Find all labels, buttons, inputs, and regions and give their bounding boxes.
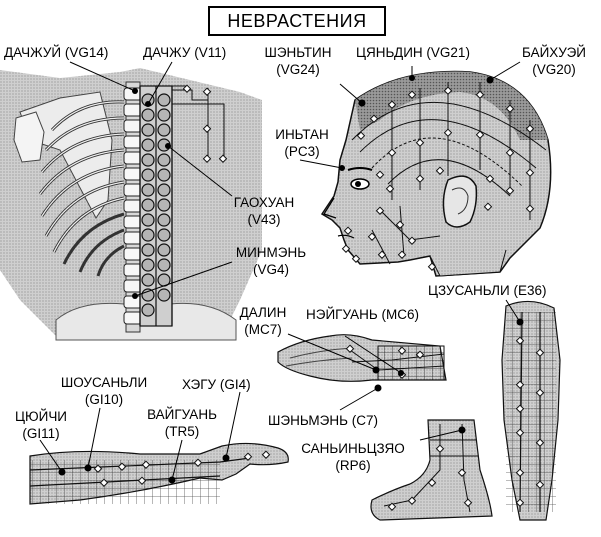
label-baihuey-code: (VG20) xyxy=(532,62,576,77)
label-dazhuy: ДАЧЖУЙ (VG14) xyxy=(4,44,108,61)
label-neiguan-text: НЭЙГУАНЬ (MC6) xyxy=(306,307,420,322)
label-neiguan: НЭЙГУАНЬ (MC6) xyxy=(306,306,419,323)
label-waiguan-code: (TR5) xyxy=(164,424,200,439)
label-minmen-name: МИНМЭНЬ xyxy=(235,245,307,260)
label-waiguan-name: ВАЙГУАНЬ xyxy=(147,407,217,422)
back-meridian-ladder xyxy=(139,85,173,327)
label-quchi: ЦЮЙЧИ (GI11) xyxy=(8,408,74,442)
label-dazhu: ДАЧЖУ (V11) xyxy=(143,44,226,61)
label-gaohuan: ГАОХУАН (V43) xyxy=(228,194,300,228)
label-baihuey: БАЙХУЭЙ (VG20) xyxy=(512,44,596,78)
label-shenmen-text: ШЭНЬМЭНЬ (C7) xyxy=(268,413,378,428)
label-zusanli: ЦЗУСАНЬЛИ (E36) xyxy=(428,282,547,299)
label-qiandin-text: ЦЯНЬДИН (VG21) xyxy=(356,45,470,60)
label-minmen: МИНМЭНЬ (VG4) xyxy=(226,244,316,278)
label-intan-name: ИНЬТАН xyxy=(275,127,329,142)
label-quchi-name: ЦЮЙЧИ xyxy=(14,409,68,424)
spine xyxy=(123,81,143,333)
title-box: НЕВРАСТЕНИЯ xyxy=(208,6,386,36)
label-intan-code: (PC3) xyxy=(284,144,320,159)
label-shousanli-name: ШОУСАНЬЛИ xyxy=(60,375,148,390)
arm-figure xyxy=(29,391,289,505)
label-hegu: ХЭГУ (GI4) xyxy=(182,376,251,393)
hand-figure xyxy=(277,333,447,411)
label-sanyinjiao-name: САНЬИНЬЦЗЯО xyxy=(301,441,405,456)
diagram-title: НЕВРАСТЕНИЯ xyxy=(227,10,367,31)
label-dalin-name: ДАЛИН xyxy=(239,305,287,320)
label-shentin-name: ШЭНЬТИН xyxy=(264,45,332,60)
label-gaohuan-name: ГАОХУАН xyxy=(233,195,295,210)
leg-figure xyxy=(501,299,561,521)
label-zusanli-text: ЦЗУСАНЬЛИ (E36) xyxy=(428,283,547,298)
label-shenmen: ШЭНЬМЭНЬ (C7) xyxy=(268,412,378,429)
label-sanyinjiao-code: (RP6) xyxy=(335,458,371,473)
label-gaohuan-code: (V43) xyxy=(247,212,281,227)
label-waiguan: ВАЙГУАНЬ (TR5) xyxy=(136,406,228,440)
label-shousanli-code: (GI10) xyxy=(84,392,124,407)
foot-figure xyxy=(370,419,493,521)
label-shentin: ШЭНЬТИН (VG24) xyxy=(258,44,338,78)
label-dalin: ДАЛИН (MC7) xyxy=(232,304,294,338)
label-dazhuy-text: ДАЧЖУЙ (VG14) xyxy=(4,45,109,60)
label-hegu-text: ХЭГУ (GI4) xyxy=(182,377,251,392)
back-figure xyxy=(0,61,262,341)
label-baihuey-name: БАЙХУЭЙ xyxy=(522,45,586,60)
label-qiandin: ЦЯНЬДИН (VG21) xyxy=(356,44,470,61)
label-dazhu-text: ДАЧЖУ (V11) xyxy=(143,45,227,60)
label-quchi-code: (GI11) xyxy=(22,426,60,441)
label-shousanli: ШОУСАНЬЛИ (GI10) xyxy=(56,374,152,408)
label-shentin-code: (VG24) xyxy=(276,62,320,77)
label-minmen-code: (VG4) xyxy=(252,262,289,277)
label-dalin-code: (MC7) xyxy=(244,322,282,337)
head-figure xyxy=(299,61,552,277)
label-sanyinjiao: САНЬИНЬЦЗЯО (RP6) xyxy=(290,440,416,474)
label-intan: ИНЬТАН (PC3) xyxy=(266,126,338,160)
